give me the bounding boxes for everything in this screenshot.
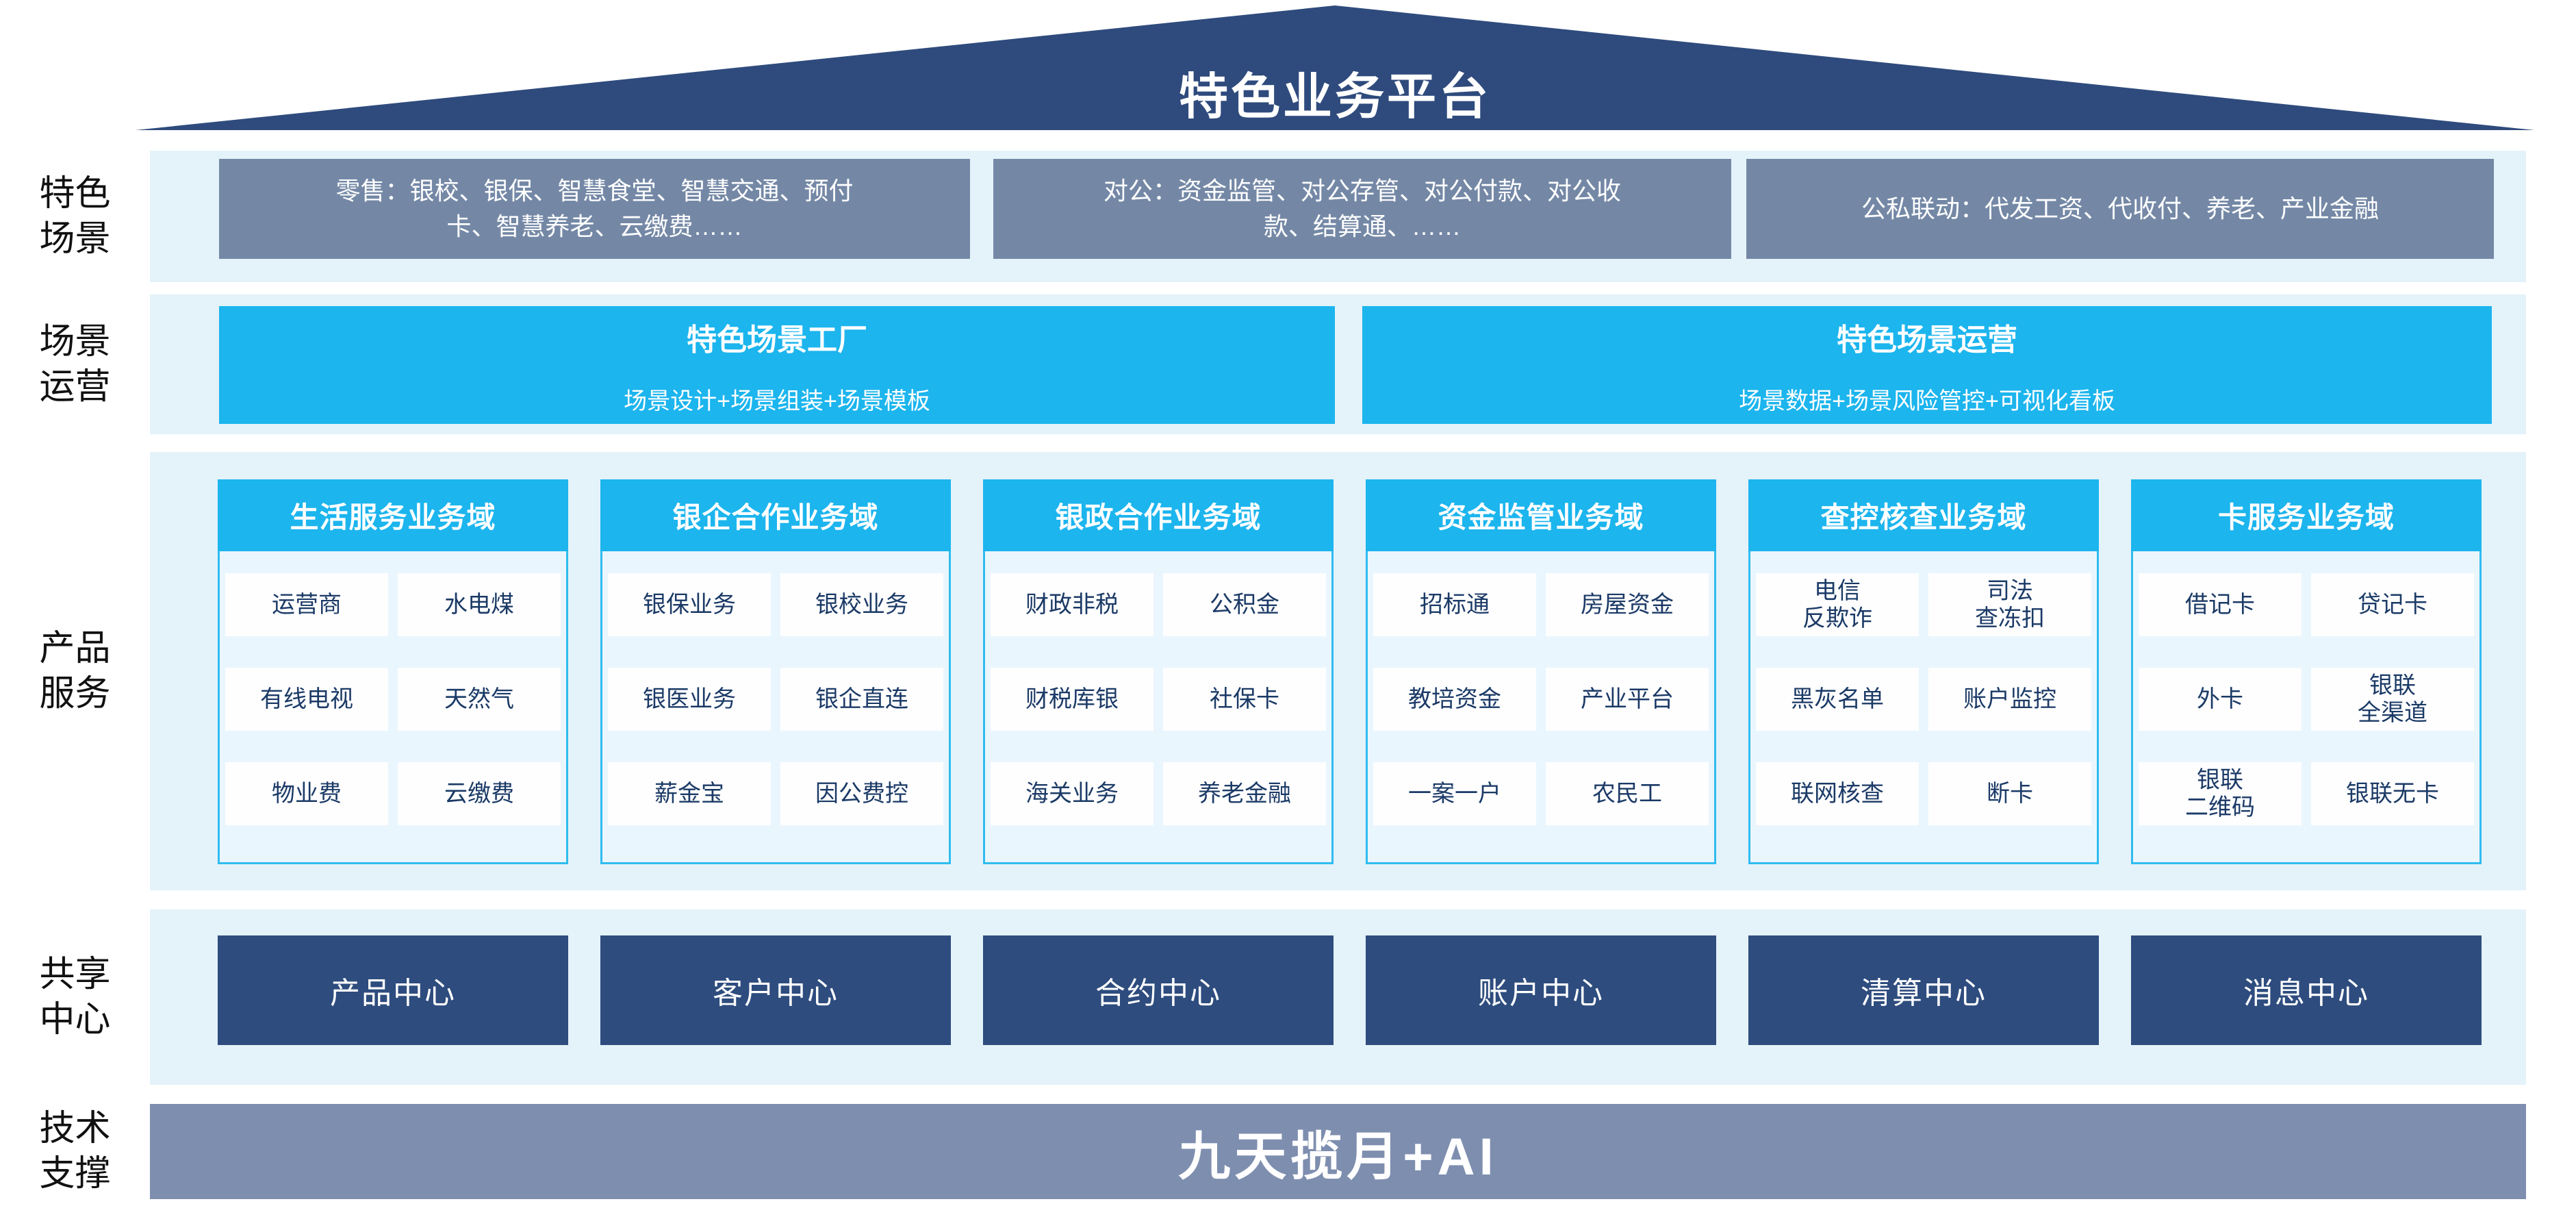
scene-factory-title: 特色场景工厂 bbox=[687, 323, 867, 357]
row-label-line: 特色 bbox=[39, 174, 111, 214]
domain-cell: 财政非税 bbox=[991, 573, 1153, 636]
domain-cell: 司法 查冻扣 bbox=[1928, 573, 2091, 636]
domain-body: 财政非税 公积金 财税库银 社保卡 海关业务 养老金融 bbox=[983, 551, 1334, 864]
scene-operation-box: 特色场景运营 场景数据+场景风险管控+可视化看板 bbox=[1362, 306, 2492, 424]
row-label-line: 产品 bbox=[39, 629, 111, 668]
domain-cell: 社保卡 bbox=[1163, 668, 1326, 731]
domain-cell: 养老金融 bbox=[1163, 762, 1326, 825]
domain-cell: 电信 反欺诈 bbox=[1756, 573, 1919, 636]
domain-cell: 有线电视 bbox=[225, 668, 388, 731]
row-label-line: 服务 bbox=[39, 674, 111, 714]
domain-body: 招标通 房屋资金 教培资金 产业平台 一案一户 农民工 bbox=[1366, 551, 1716, 864]
row-label-line: 支撑 bbox=[39, 1154, 111, 1194]
row-label-line: 共享 bbox=[39, 955, 111, 994]
row-label-product-services: 产品 服务 bbox=[0, 626, 150, 716]
row-label-line: 场景 bbox=[39, 219, 111, 259]
center-box-clearing: 清算中心 bbox=[1748, 935, 2099, 1045]
domain-bank-enterprise: 银企合作业务域 银保业务 银校业务 银医业务 银企直连 薪金宝 因公费控 bbox=[600, 479, 951, 864]
domain-cell: 海关业务 bbox=[991, 762, 1153, 825]
domain-cell: 招标通 bbox=[1373, 573, 1536, 636]
row-label-line: 中心 bbox=[39, 1000, 111, 1040]
domain-cell: 公积金 bbox=[1163, 573, 1326, 636]
domain-body: 银保业务 银校业务 银医业务 银企直连 薪金宝 因公费控 bbox=[600, 551, 951, 864]
scene-box-corporate: 对公：资金监管、对公存管、对公付款、对公收 款、结算通、…… bbox=[993, 159, 1731, 259]
domain-card-services: 卡服务业务域 借记卡 贷记卡 外卡 银联 全渠道 银联 二维码 银联无卡 bbox=[2131, 479, 2482, 864]
domain-header: 银政合作业务域 bbox=[983, 479, 1334, 551]
row-label-shared-center: 共享 中心 bbox=[0, 952, 150, 1042]
domain-cell: 银联 二维码 bbox=[2139, 762, 2301, 825]
scene-box-retail: 零售：银校、银保、智慧食堂、智慧交通、预付 卡、智慧养老、云缴费…… bbox=[219, 159, 970, 259]
row-label-line: 运营 bbox=[39, 367, 111, 407]
center-boxes: 产品中心 客户中心 合约中心 账户中心 清算中心 消息中心 bbox=[218, 935, 2482, 1045]
domain-cell: 因公费控 bbox=[780, 762, 943, 825]
domain-cell: 银保业务 bbox=[608, 573, 771, 636]
domain-header: 资金监管业务域 bbox=[1366, 479, 1716, 551]
domain-fund-supervision: 资金监管业务域 招标通 房屋资金 教培资金 产业平台 一案一户 农民工 bbox=[1366, 479, 1716, 864]
domain-cell: 银联 全渠道 bbox=[2311, 668, 2474, 731]
domain-cell: 银校业务 bbox=[780, 573, 943, 636]
row-label-line: 技术 bbox=[39, 1109, 111, 1148]
domain-header: 卡服务业务域 bbox=[2131, 479, 2482, 551]
domain-cell: 产业平台 bbox=[1546, 668, 1709, 731]
domain-cell: 借记卡 bbox=[2139, 573, 2301, 636]
scene-box-public-private: 公私联动：代发工资、代收付、养老、产业金融 bbox=[1746, 159, 2494, 259]
domain-body: 电信 反欺诈 司法 查冻扣 黑灰名单 账户监控 联网核查 断卡 bbox=[1748, 551, 2099, 864]
center-box-customer: 客户中心 bbox=[600, 935, 951, 1045]
domain-cell: 贷记卡 bbox=[2311, 573, 2474, 636]
shared-center-band: 产品中心 客户中心 合约中心 账户中心 清算中心 消息中心 bbox=[150, 909, 2526, 1085]
domain-header: 生活服务业务域 bbox=[218, 479, 568, 551]
center-box-contract: 合约中心 bbox=[983, 935, 1334, 1045]
domain-cell: 薪金宝 bbox=[608, 762, 771, 825]
row-label-scene-operation: 场景 运营 bbox=[0, 319, 150, 410]
domain-inquiry-control: 查控核查业务域 电信 反欺诈 司法 查冻扣 黑灰名单 账户监控 联网核查 断卡 bbox=[1748, 479, 2099, 864]
tech-platform-bar: 九天揽月+AI bbox=[150, 1104, 2526, 1199]
domain-cell: 运营商 bbox=[225, 573, 388, 636]
scene-factory-box: 特色场景工厂 场景设计+场景组装+场景模板 bbox=[219, 306, 1335, 424]
product-services-band: 生活服务业务域 运营商 水电煤 有线电视 天然气 物业费 云缴费 银企合作业务域… bbox=[150, 452, 2526, 890]
domain-cell: 黑灰名单 bbox=[1756, 668, 1919, 731]
domain-cell: 水电煤 bbox=[398, 573, 561, 636]
center-box-account: 账户中心 bbox=[1366, 935, 1716, 1045]
domain-cell: 账户监控 bbox=[1928, 668, 2091, 731]
domain-life-services: 生活服务业务域 运营商 水电煤 有线电视 天然气 物业费 云缴费 bbox=[218, 479, 568, 864]
row-label-special-scenes: 特色 场景 bbox=[0, 171, 150, 262]
special-scenes-band: 零售：银校、银保、智慧食堂、智慧交通、预付 卡、智慧养老、云缴费…… 对公：资金… bbox=[150, 151, 2526, 282]
domain-cell: 农民工 bbox=[1546, 762, 1709, 825]
domain-bank-government: 银政合作业务域 财政非税 公积金 财税库银 社保卡 海关业务 养老金融 bbox=[983, 479, 1334, 864]
domain-cell: 财税库银 bbox=[991, 668, 1153, 731]
domain-cell: 联网核查 bbox=[1756, 762, 1919, 825]
domain-header: 查控核查业务域 bbox=[1748, 479, 2099, 551]
domain-cell: 银企直连 bbox=[780, 668, 943, 731]
scene-operation-band: 特色场景工厂 场景设计+场景组装+场景模板 特色场景运营 场景数据+场景风险管控… bbox=[150, 294, 2526, 434]
center-box-message: 消息中心 bbox=[2131, 935, 2482, 1045]
center-box-product: 产品中心 bbox=[218, 935, 568, 1045]
domain-cell: 房屋资金 bbox=[1546, 573, 1709, 636]
domain-cell: 教培资金 bbox=[1373, 668, 1536, 731]
domain-body: 运营商 水电煤 有线电视 天然气 物业费 云缴费 bbox=[218, 551, 568, 864]
domain-cell: 天然气 bbox=[398, 668, 561, 731]
domain-cell: 外卡 bbox=[2139, 668, 2301, 731]
row-label-tech-support: 技术 支撑 bbox=[0, 1106, 150, 1196]
domain-body: 借记卡 贷记卡 外卡 银联 全渠道 银联 二维码 银联无卡 bbox=[2131, 551, 2482, 864]
domain-header: 银企合作业务域 bbox=[600, 479, 951, 551]
scene-factory-subtitle: 场景设计+场景组装+场景模板 bbox=[624, 388, 930, 414]
domain-cell: 断卡 bbox=[1928, 762, 2091, 825]
row-label-line: 场景 bbox=[39, 322, 111, 362]
scene-operation-title: 特色场景运营 bbox=[1837, 323, 2017, 357]
domain-cell: 物业费 bbox=[225, 762, 388, 825]
scene-operation-subtitle: 场景数据+场景风险管控+可视化看板 bbox=[1739, 388, 2115, 414]
domain-cell: 银联无卡 bbox=[2311, 762, 2474, 825]
domain-cell: 一案一户 bbox=[1373, 762, 1536, 825]
domain-columns: 生活服务业务域 运营商 水电煤 有线电视 天然气 物业费 云缴费 银企合作业务域… bbox=[218, 479, 2482, 864]
platform-title: 特色业务平台 bbox=[1178, 70, 1491, 125]
domain-cell: 云缴费 bbox=[398, 762, 561, 825]
domain-cell: 银医业务 bbox=[608, 668, 771, 731]
